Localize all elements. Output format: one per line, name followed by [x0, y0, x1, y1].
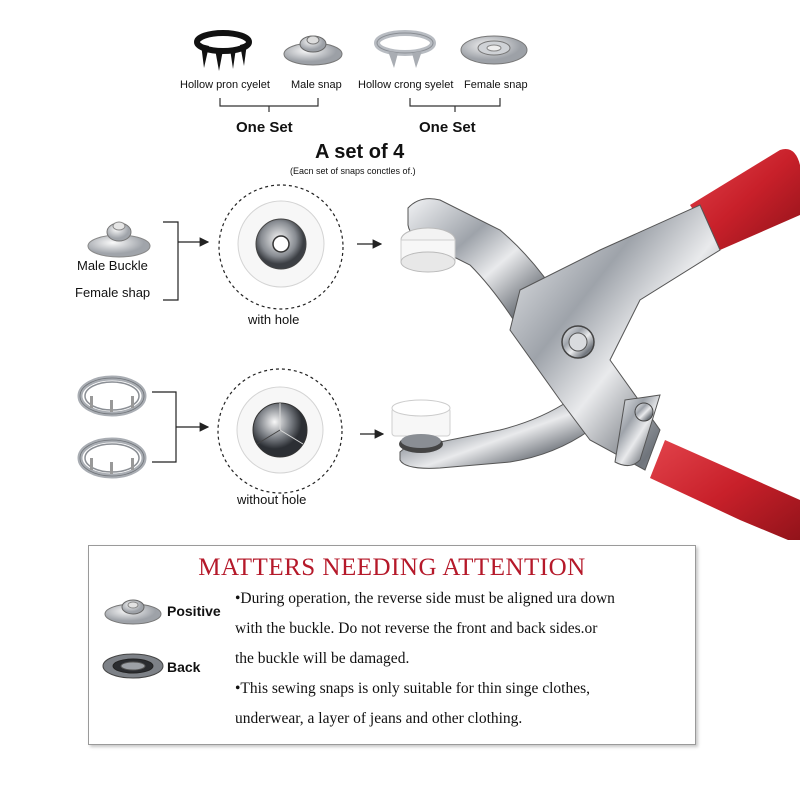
hollow-prong-eyelet-icon — [194, 30, 252, 71]
snap-pliers-icon — [391, 149, 800, 540]
set-title: A set of 4 — [315, 141, 405, 163]
male-snap-label: Male snap — [291, 79, 342, 91]
set-subtitle: (Eacn set of snaps conctles of.) — [290, 166, 416, 176]
female-snap-label: Female snap — [464, 79, 528, 91]
positive-label: Positive — [167, 603, 221, 619]
back-label: Back — [167, 659, 201, 675]
female-snap-icon — [460, 35, 528, 65]
notes-panel: MATTERS NEEDING ATTENTION Positive Back … — [88, 545, 696, 745]
eyelet-ring-icon-2 — [77, 437, 147, 479]
note-line: •During operation, the reverse side must… — [235, 590, 615, 607]
die-with-hole-icon — [218, 184, 344, 310]
note-line: the buckle will be damaged. — [235, 650, 410, 667]
note-line: underwear, a layer of jeans and other cl… — [235, 710, 523, 727]
hollow-crong-eyelet-label: Hollow crong syelet — [358, 79, 454, 91]
positive-snap-icon — [104, 599, 162, 625]
hollow-crong-eyelet-icon — [374, 30, 436, 68]
one-set-right-label: One Set — [419, 119, 476, 136]
back-snap-icon — [102, 653, 164, 679]
note-line: with the buckle. Do not reverse the fron… — [235, 620, 598, 637]
eyelet-ring-icon-1 — [77, 375, 147, 417]
with-hole-label: with hole — [248, 312, 300, 327]
female-shap-label: Female shap — [75, 285, 151, 300]
male-snap-icon — [283, 35, 343, 66]
set-brackets — [219, 98, 501, 112]
hollow-prong-eyelet-label: Hollow pron cyelet — [180, 79, 270, 91]
without-hole-label: without hole — [237, 492, 307, 507]
die-without-hole-icon — [217, 368, 343, 494]
male-buckle-icon — [87, 221, 151, 258]
notes-title: MATTERS NEEDING ATTENTION — [198, 554, 586, 581]
male-buckle-label: Male Buckle — [77, 258, 148, 273]
one-set-left-label: One Set — [236, 119, 293, 136]
diagram-connectors — [152, 221, 385, 463]
note-line: •This sewing snaps is only suitable for … — [235, 680, 591, 697]
